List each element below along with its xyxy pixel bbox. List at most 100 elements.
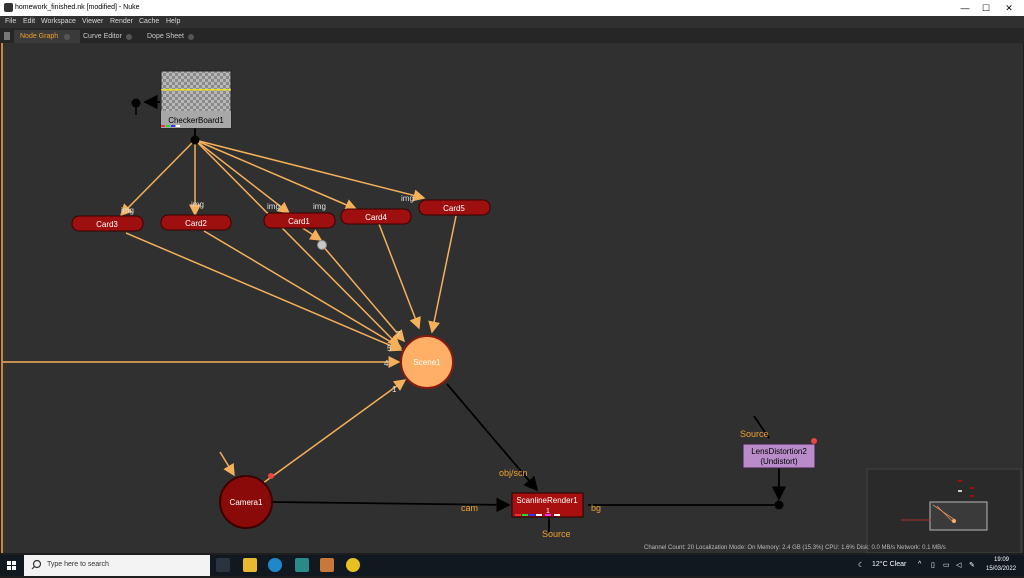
pipe-scene-scanline[interactable]	[446, 383, 539, 492]
input-label-source: Source	[740, 429, 769, 439]
node-scene-label: Scene1	[413, 358, 441, 367]
close-button[interactable]: ✕	[1005, 3, 1013, 13]
tray-icon[interactable]: ▯	[931, 562, 935, 569]
node-scene[interactable]: Scene1	[400, 335, 454, 389]
node-card5[interactable]: Card5	[418, 199, 491, 216]
node-graph-minimap[interactable]	[866, 468, 1022, 554]
panel-tab-bar: Node Graph Curve Editor Dope Sheet	[0, 28, 1024, 43]
input-label-img: img	[191, 200, 204, 209]
tab-node-graph[interactable]: Node Graph	[14, 30, 80, 43]
pipe-into-camera[interactable]	[219, 451, 235, 477]
close-tab-icon[interactable]	[126, 34, 132, 40]
weather-text[interactable]: 12°C Clear	[872, 561, 907, 568]
camera-badge-icon	[268, 473, 274, 479]
minimize-button[interactable]: —	[960, 3, 970, 13]
tab-curve-editor[interactable]: Curve Editor	[78, 30, 143, 43]
pipe-checker-scene[interactable]	[194, 139, 401, 348]
input-label-img: img	[313, 202, 326, 211]
edge-browser-icon[interactable]	[268, 558, 282, 572]
pipe-checker-card3[interactable]	[119, 139, 196, 217]
input-label-bg: bg	[591, 503, 601, 513]
nuke-taskbar-icon[interactable]	[346, 558, 360, 572]
panel-menu-icon[interactable]	[4, 32, 10, 40]
pen-icon[interactable]: ✎	[969, 562, 975, 569]
node-lens-label: LensDistortion2	[751, 447, 807, 456]
node-card4[interactable]: Card4	[340, 208, 412, 225]
taskbar-search-placeholder: Type here to search	[47, 561, 109, 568]
taskbar-clock-date[interactable]: 15/03/2022	[986, 566, 1017, 572]
menu-cache[interactable]: Cache	[139, 18, 160, 25]
windows-taskbar: Type here to search ☾ 12°C Clear ^ ▯ ▭ ◁…	[0, 555, 1024, 576]
pipe-dot-scene[interactable]	[321, 244, 405, 343]
window-titlebar: homework_finished.nk [modified] - Nuke —…	[0, 0, 1024, 16]
pipe-checker-card4[interactable]	[194, 139, 358, 211]
windows-logo-icon	[7, 561, 16, 570]
pipe-camera-scanline[interactable]	[272, 497, 511, 513]
file-explorer-icon[interactable]	[243, 558, 257, 572]
input-label-obj-scn: obj/scn	[499, 468, 528, 478]
node-card3-label: Card3	[96, 220, 118, 229]
lens-badge-icon	[811, 438, 817, 444]
close-tab-icon[interactable]	[64, 34, 70, 40]
node-graph-canvas[interactable]: CheckerBoard1 Card3 Card2 Card1 Card4 Ca…	[1, 43, 1023, 554]
close-tab-icon[interactable]	[188, 34, 194, 40]
menu-viewer[interactable]: Viewer	[82, 18, 104, 25]
maya-icon[interactable]	[295, 558, 309, 572]
pipe-card2-scene[interactable]	[203, 230, 403, 349]
pipe-checker-card1[interactable]	[194, 139, 291, 214]
nuke-app-icon	[4, 3, 13, 12]
menu-file[interactable]: File	[5, 18, 17, 25]
pipe-card4-scene[interactable]	[378, 223, 421, 330]
node-lens-mode: (Undistort)	[760, 457, 798, 466]
menu-workspace[interactable]: Workspace	[41, 18, 76, 25]
pipe-card1-dot[interactable]	[300, 226, 323, 241]
network-icon[interactable]: ▭	[943, 562, 950, 569]
pipe-card5-scene[interactable]	[428, 215, 457, 334]
photos-icon[interactable]	[320, 558, 334, 572]
window-title: homework_finished.nk [modified] - Nuke	[15, 4, 140, 11]
tab-dope-sheet-label: Dope Sheet	[147, 33, 184, 40]
node-lens-distortion[interactable]: LensDistortion2 (Undistort)	[742, 438, 817, 469]
menu-edit[interactable]: Edit	[23, 18, 36, 25]
node-card5-label: Card5	[443, 204, 465, 213]
dot-node[interactable]	[190, 135, 200, 145]
taskbar-search-box[interactable]: Type here to search	[24, 555, 210, 576]
node-camera-label: Camera1	[230, 498, 263, 507]
pipe-into-lens[interactable]	[753, 415, 770, 439]
node-scanline-label: ScanlineRender1	[516, 496, 578, 505]
node-graph-svg[interactable]: CheckerBoard1 Card3 Card2 Card1 Card4 Ca…	[1, 43, 1023, 554]
tab-dope-sheet[interactable]: Dope Sheet	[142, 30, 202, 43]
scene-input-number: 4	[384, 359, 389, 368]
input-label-img: img	[121, 206, 134, 215]
pipe-card3-scene[interactable]	[125, 232, 403, 352]
volume-icon[interactable]: ◁	[956, 562, 962, 569]
task-view-icon[interactable]	[216, 558, 230, 572]
dot-node[interactable]	[774, 500, 784, 510]
tab-curve-editor-label: Curve Editor	[83, 33, 122, 40]
dot-node[interactable]	[131, 98, 141, 108]
dot-node[interactable]	[317, 240, 327, 250]
pipe-camera-scene[interactable]	[258, 379, 407, 487]
node-camera[interactable]: Camera1	[219, 473, 274, 529]
menu-render[interactable]: Render	[110, 18, 133, 25]
node-card3[interactable]: Card3	[71, 215, 144, 232]
input-label-img: img	[267, 202, 280, 211]
pipe-checker-card5[interactable]	[194, 139, 426, 202]
weather-icon[interactable]: ☾	[858, 562, 865, 569]
tab-node-graph-label: Node Graph	[20, 33, 59, 40]
maximize-button[interactable]: ☐	[981, 3, 991, 13]
node-scanline-frame: 1	[546, 508, 550, 515]
node-card1[interactable]: Card1	[263, 212, 336, 229]
input-label-source: Source	[542, 529, 571, 539]
node-card2[interactable]: Card2	[160, 214, 232, 231]
status-bar: Channel Count: 20 Localization Mode: On …	[644, 545, 946, 551]
node-scanline-render[interactable]: ScanlineRender1 1	[511, 492, 584, 518]
tray-chevron-icon[interactable]: ^	[918, 561, 922, 568]
menu-help[interactable]: Help	[166, 18, 181, 25]
start-button[interactable]	[0, 555, 24, 576]
node-card2-label: Card2	[185, 219, 207, 228]
taskbar-clock-time[interactable]: 19:09	[994, 557, 1010, 563]
node-card4-label: Card4	[365, 213, 387, 222]
node-checkerboard[interactable]: CheckerBoard1	[160, 70, 232, 129]
scene-input-number: 1	[392, 385, 397, 394]
